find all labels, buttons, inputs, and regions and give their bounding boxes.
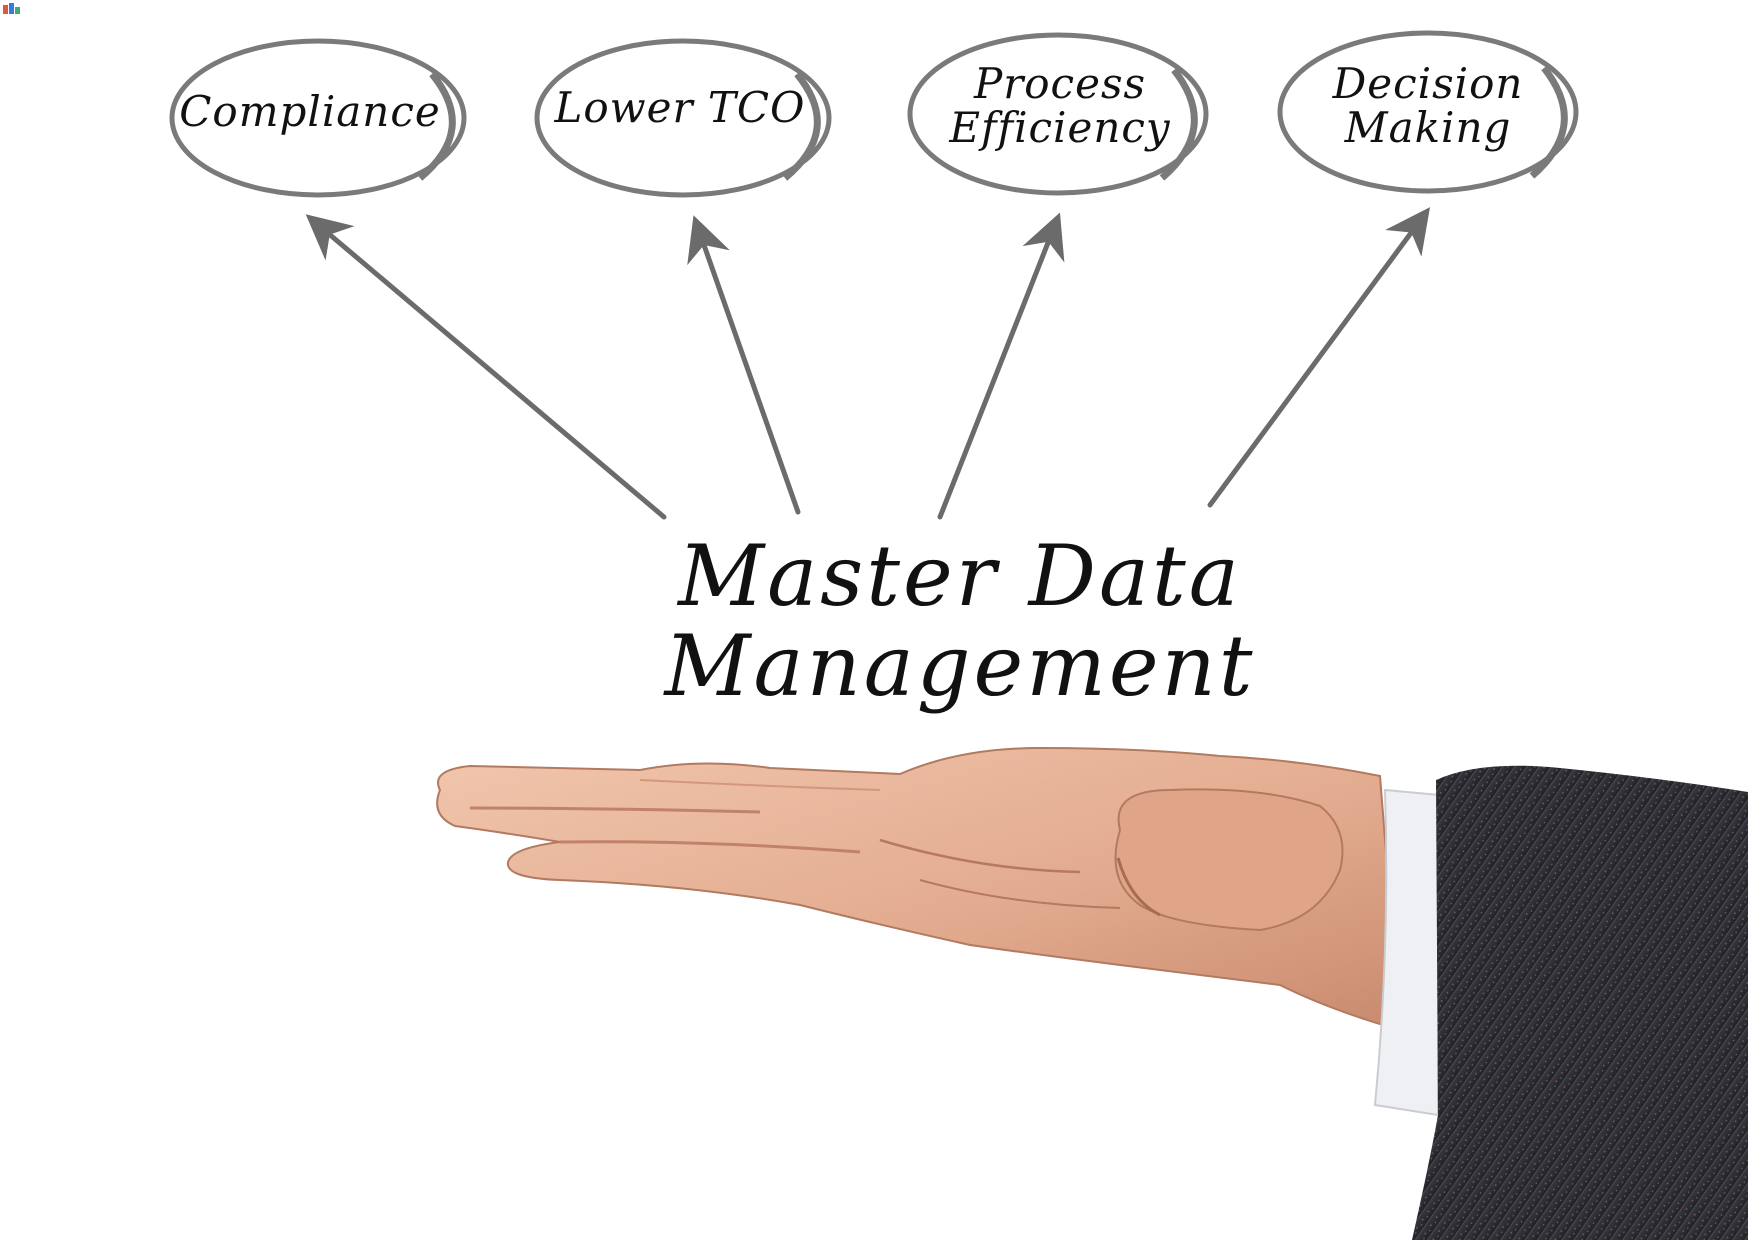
jacket-sleeve <box>1412 765 1748 1240</box>
benefit-label-compliance: Compliance <box>179 87 440 136</box>
center-title-line2: Management <box>663 617 1256 715</box>
arrow-to-compliance <box>305 214 667 520</box>
arrow-to-decision-making <box>1207 207 1431 508</box>
arrow-to-lower-tco <box>687 215 801 515</box>
benefit-label-making: Making <box>1344 103 1512 152</box>
benefit-label-lower-tco: Lower TCO <box>554 83 806 132</box>
open-hand <box>436 746 1402 1032</box>
center-title-line1: Master Data <box>676 527 1242 625</box>
shirt-cuff <box>1373 788 1442 1117</box>
corner-logo-icon <box>3 3 20 14</box>
benefit-oval-process-efficiency: Process Efficiency <box>907 32 1209 196</box>
arrow-to-process-efficiency <box>937 212 1065 520</box>
benefit-label-decision: Decision <box>1332 59 1524 108</box>
benefit-oval-decision-making: Decision Making <box>1277 30 1579 194</box>
benefit-oval-lower-tco: Lower TCO <box>534 38 832 198</box>
benefit-label-process: Process <box>973 59 1146 108</box>
benefit-label-efficiency: Efficiency <box>948 103 1171 152</box>
benefit-oval-compliance: Compliance <box>169 38 467 198</box>
